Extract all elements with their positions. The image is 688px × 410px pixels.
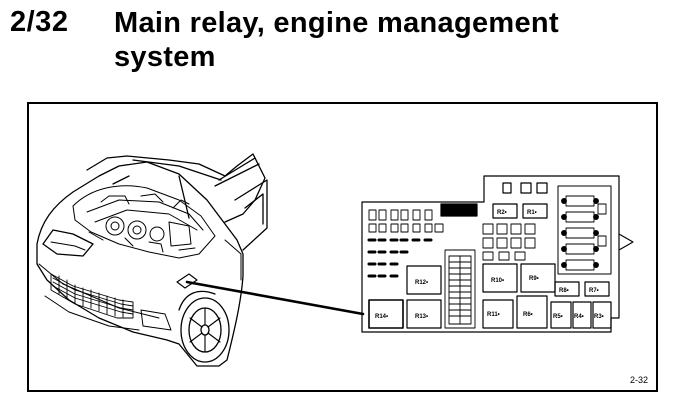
relay-r9 xyxy=(520,263,556,293)
label-r8: R8• xyxy=(559,288,569,294)
label-r12: R12• xyxy=(415,280,428,286)
relay-r1 xyxy=(522,203,548,219)
fuse-column xyxy=(561,195,607,271)
location-pointer-line xyxy=(185,280,365,316)
label-r11: R11• xyxy=(487,312,500,318)
figure-frame: R14• R12• R13• R10• R9• R11• R6• R8• R7•… xyxy=(27,102,658,392)
relay-r8 xyxy=(554,281,580,297)
label-r3: R3• xyxy=(594,314,604,320)
label-r14: R14• xyxy=(375,314,388,320)
relay-r7 xyxy=(584,281,610,297)
front-wheel xyxy=(178,290,230,363)
relay-r12 xyxy=(406,265,442,295)
car-body xyxy=(36,161,244,367)
relay-r11 xyxy=(482,299,514,329)
relay-r6 xyxy=(516,295,548,329)
relay-r14-main xyxy=(368,299,404,329)
relay-r5 xyxy=(550,301,572,329)
relay-r4 xyxy=(572,301,592,329)
label-r2: R2• xyxy=(497,210,507,216)
relay-r3 xyxy=(592,301,612,329)
label-r9: R9• xyxy=(529,276,539,282)
label-r6: R6• xyxy=(523,312,533,318)
label-r5: R5• xyxy=(553,314,563,320)
relay-box-housing xyxy=(361,175,620,333)
relay-r13 xyxy=(406,299,442,329)
mini-fuse-grid xyxy=(367,209,444,278)
headlight xyxy=(42,229,94,257)
label-r1: R1• xyxy=(527,210,537,216)
label-r10: R10• xyxy=(491,278,504,284)
open-hood xyxy=(86,153,266,223)
relay-box: R14• R12• R13• R10• R9• R11• R6• R8• R7•… xyxy=(361,175,634,333)
engine-bay xyxy=(72,185,216,259)
relay-r10 xyxy=(482,263,518,293)
page-header: 2/32 Main relay, engine management syste… xyxy=(0,0,688,88)
figure-reference: 2-32 xyxy=(629,375,648,385)
relay-r2 xyxy=(492,203,518,219)
car-illustration xyxy=(36,153,268,367)
connector-strip xyxy=(444,249,476,329)
section-number: 2/32 xyxy=(10,6,69,38)
relay-location-diagram: R14• R12• R13• R10• R9• R11• R6• R8• R7•… xyxy=(36,153,634,367)
label-r13: R13• xyxy=(415,314,428,320)
label-r4: R4• xyxy=(574,314,584,320)
label-r7: R7• xyxy=(589,288,599,294)
page-title: Main relay, engine management system xyxy=(114,7,559,73)
